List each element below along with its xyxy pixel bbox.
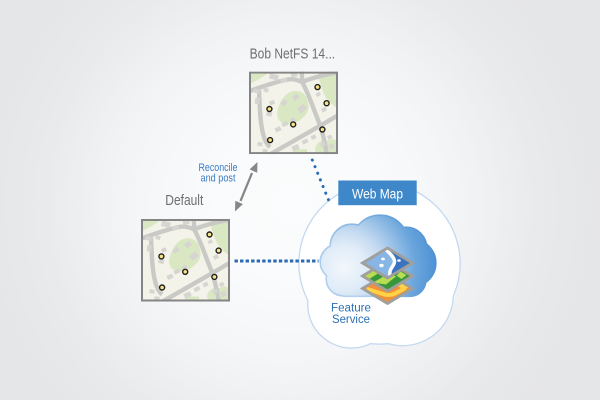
svg-text:Reconcile: Reconcile [199,162,238,174]
svg-text:Default: Default [165,193,203,209]
svg-text:Service: Service [332,314,370,326]
svg-text:and post: and post [201,173,236,185]
svg-text:Bob NetFS 14...: Bob NetFS 14... [250,46,336,62]
svg-text:Feature: Feature [331,303,371,315]
svg-text:Web Map: Web Map [352,187,403,202]
